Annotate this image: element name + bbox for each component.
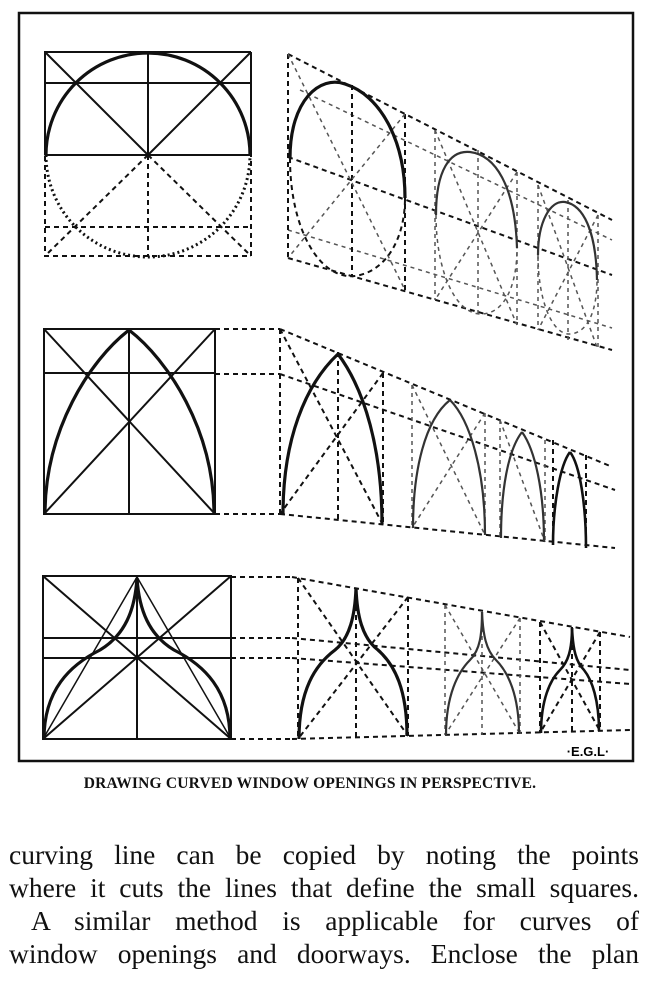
figure-caption: DRAWING CURVED WINDOW OPENINGS IN PERSPE… (83, 775, 537, 792)
artist-signature: ·E.G.L· (567, 744, 610, 759)
pointed-arch-perspective-diagrams (215, 328, 616, 549)
body-line-1: curving line can be copied by noting the… (9, 839, 639, 870)
body-paragraph: curving line can be copied by noting the… (9, 838, 639, 970)
ogee-arch-perspective-diagrams (231, 576, 631, 740)
circle-perspective-diagrams (287, 53, 613, 351)
pointed-arch-plan-diagram (43, 328, 216, 515)
ogee-arch-plan-diagram (42, 575, 232, 740)
illustration-figure: ·E.G.L· (17, 11, 635, 763)
figure-frame (17, 11, 635, 763)
circle-plan-diagram (44, 51, 252, 259)
body-line-2: where it cuts the lines that define the … (9, 872, 639, 903)
body-line-3: A similar method is applicable for curve… (31, 905, 639, 936)
body-line-4: window openings and doorways. Enclose th… (9, 938, 639, 969)
